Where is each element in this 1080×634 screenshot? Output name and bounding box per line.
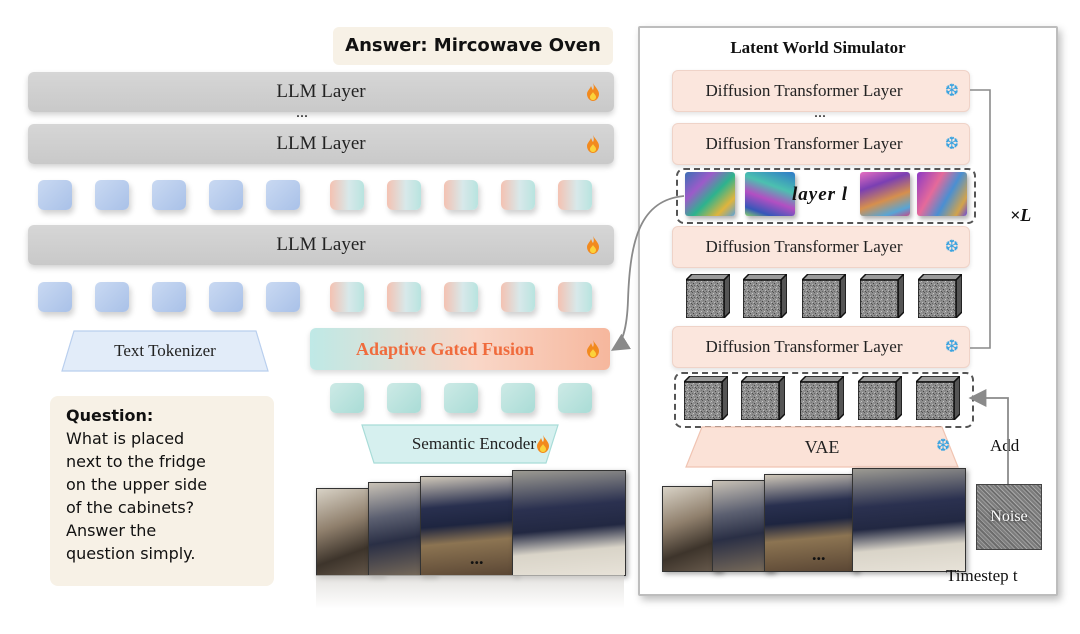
dit-layer-label: Diffusion Transformer Layer <box>705 337 903 356</box>
layer-l-tag: layer l <box>792 184 849 205</box>
text-token <box>209 282 243 312</box>
semantic-token <box>330 383 364 413</box>
fused-token <box>558 180 592 210</box>
vae-block <box>685 426 959 468</box>
latent-cube <box>743 274 787 318</box>
adaptive-gated-fusion-block: Adaptive Gated Fusion <box>310 328 610 370</box>
flame-icon <box>586 340 600 358</box>
video-frame <box>852 468 966 572</box>
llm-layer-second: LLM Layer <box>28 124 614 164</box>
semantic-encoder-block <box>361 424 559 464</box>
dit-ellipsis: ... <box>814 104 826 121</box>
text-token <box>152 180 186 210</box>
snowflake-icon: ❆ <box>936 436 951 456</box>
feature-map <box>685 172 735 216</box>
snowflake-icon: ❆ <box>944 134 959 154</box>
latent-cube <box>860 274 904 318</box>
add-label: Add <box>990 436 1020 455</box>
llm-layer-label: LLM Layer <box>276 133 366 154</box>
question-line-5: of the cabinets? <box>66 498 195 517</box>
flame-icon <box>586 135 600 153</box>
semantic-token <box>501 383 535 413</box>
flame-icon <box>586 83 600 101</box>
question-line-6: Answer the <box>66 521 157 540</box>
fused-token <box>501 180 535 210</box>
vae-label: VAE <box>804 437 840 457</box>
repeat-label: ×L <box>1010 205 1032 225</box>
semantic-token <box>387 383 421 413</box>
text-tokenizer-label: Text Tokenizer <box>114 341 216 360</box>
semantic-encoder-label: Semantic Encoder <box>411 434 536 453</box>
flame-icon <box>536 435 550 453</box>
text-token <box>95 282 129 312</box>
latent-cube <box>684 376 728 420</box>
flame-icon <box>586 236 600 254</box>
frames-ellipsis-right: ... <box>812 544 826 564</box>
noise-label: Noise <box>990 508 1028 525</box>
text-token <box>266 282 300 312</box>
latent-cube <box>916 376 960 420</box>
snowflake-icon: ❆ <box>944 337 959 357</box>
question-box: Question: What is placed next to the fri… <box>50 396 274 586</box>
dit-layer-4: Diffusion Transformer Layer ❆ <box>672 326 970 368</box>
latent-cube <box>918 274 962 318</box>
text-token <box>38 180 72 210</box>
fused-token <box>330 282 364 312</box>
snowflake-icon: ❆ <box>944 237 959 257</box>
text-token <box>38 282 72 312</box>
semantic-token <box>558 383 592 413</box>
simulator-title: Latent World Simulator <box>730 38 906 57</box>
text-tokenizer-block <box>61 330 269 372</box>
text-token <box>209 180 243 210</box>
timestep-label: Timestep t <box>946 566 1018 585</box>
dit-layer-3: Diffusion Transformer Layer ❆ <box>672 226 970 268</box>
question-line-1: Question: <box>66 406 154 425</box>
latent-cube <box>858 376 902 420</box>
video-frame <box>420 476 518 576</box>
llm-ellipsis: ... <box>296 104 308 121</box>
dit-layer-label: Diffusion Transformer Layer <box>705 81 903 100</box>
dit-layer-label: Diffusion Transformer Layer <box>705 237 903 256</box>
noise-box: Noise <box>976 484 1042 550</box>
text-token <box>95 180 129 210</box>
question-line-2: What is placed <box>66 429 185 448</box>
fused-token <box>558 282 592 312</box>
answer-box: Answer: Mircowave Oven <box>333 27 613 65</box>
fused-token <box>387 282 421 312</box>
video-frame <box>512 470 626 576</box>
text-token <box>152 282 186 312</box>
fused-token <box>501 282 535 312</box>
feature-map <box>917 172 967 216</box>
frames-ellipsis: ... <box>470 548 484 568</box>
fused-token <box>444 282 478 312</box>
video-frame <box>712 480 774 572</box>
fused-token <box>444 180 478 210</box>
fused-token <box>387 180 421 210</box>
semantic-token <box>444 383 478 413</box>
dit-layer-2: Diffusion Transformer Layer ❆ <box>672 123 970 165</box>
adaptive-gated-fusion-label: Adaptive Gated Fusion <box>355 339 535 359</box>
llm-layer-top: LLM Layer <box>28 72 614 112</box>
dit-layer-label: Diffusion Transformer Layer <box>705 134 903 153</box>
latent-cube <box>802 274 846 318</box>
question-line-4: on the upper side <box>66 475 208 494</box>
latent-cube <box>686 274 730 318</box>
video-frame <box>764 474 858 572</box>
feature-map <box>860 172 910 216</box>
question-line-7: question simply. <box>66 544 196 563</box>
llm-layer-bottom: LLM Layer <box>28 225 614 265</box>
llm-layer-label: LLM Layer <box>276 81 366 102</box>
feature-map <box>745 172 795 216</box>
text-token <box>266 180 300 210</box>
latent-cube <box>741 376 785 420</box>
fused-token <box>330 180 364 210</box>
question-line-3: next to the fridge <box>66 452 206 471</box>
dit-layer-1: Diffusion Transformer Layer ❆ <box>672 70 970 112</box>
frames-reflection <box>316 575 624 609</box>
llm-layer-label: LLM Layer <box>276 234 366 255</box>
latent-cube <box>800 376 844 420</box>
answer-text: Answer: Mircowave Oven <box>345 35 601 56</box>
snowflake-icon: ❆ <box>944 81 959 101</box>
